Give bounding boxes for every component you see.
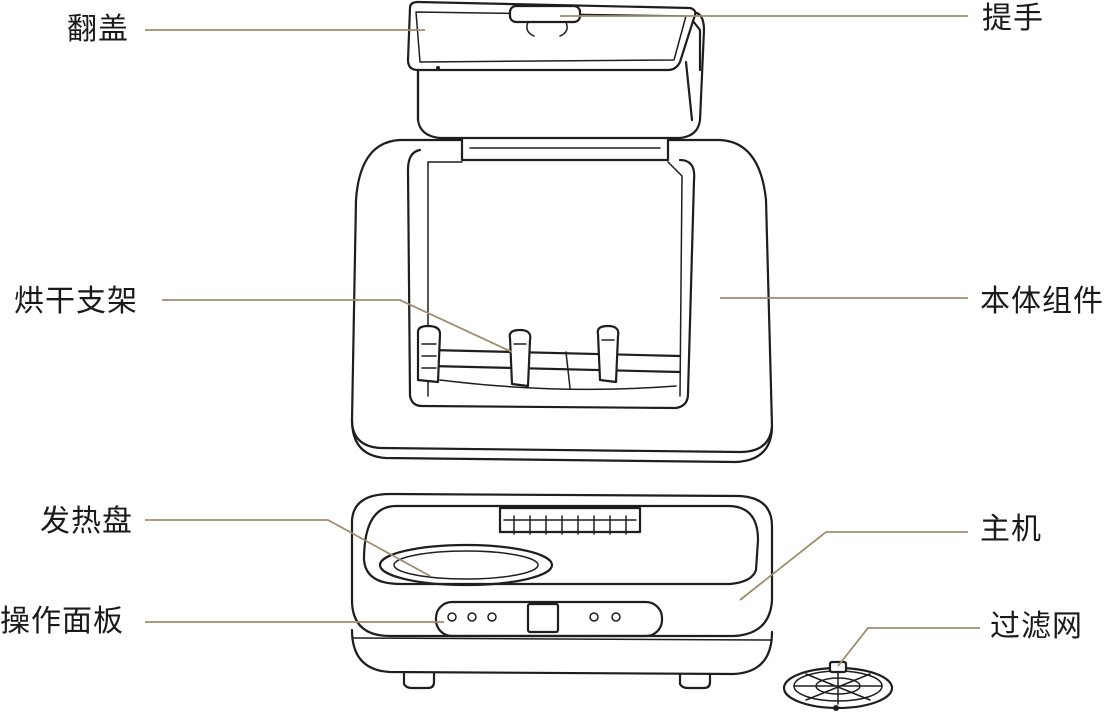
body-assembly-part <box>350 138 774 464</box>
label-body-assembly: 本体组件 <box>980 284 1104 319</box>
leader-drying-rack <box>162 299 513 353</box>
label-main-unit: 主机 <box>980 512 1042 547</box>
lid-handle <box>508 4 582 37</box>
main-unit-part <box>350 492 774 690</box>
label-handle: 提手 <box>982 1 1044 36</box>
filter-part <box>782 660 894 711</box>
label-heating-plate: 发热盘 <box>40 504 133 539</box>
connector-block <box>498 506 642 535</box>
drying-rack <box>416 324 620 389</box>
label-filter: 过滤网 <box>990 609 1083 644</box>
leader-main-unit <box>739 531 968 601</box>
label-drying-rack: 烘干支架 <box>14 284 138 319</box>
label-lid: 翻盖 <box>67 12 129 47</box>
control-panel <box>434 600 664 638</box>
leader-heating-plate <box>145 519 431 577</box>
label-control-panel: 操作面板 <box>0 604 124 639</box>
lid-part <box>406 0 706 162</box>
leader-lines <box>145 15 980 667</box>
heating-plate <box>378 543 554 587</box>
leader-filter <box>837 627 980 667</box>
